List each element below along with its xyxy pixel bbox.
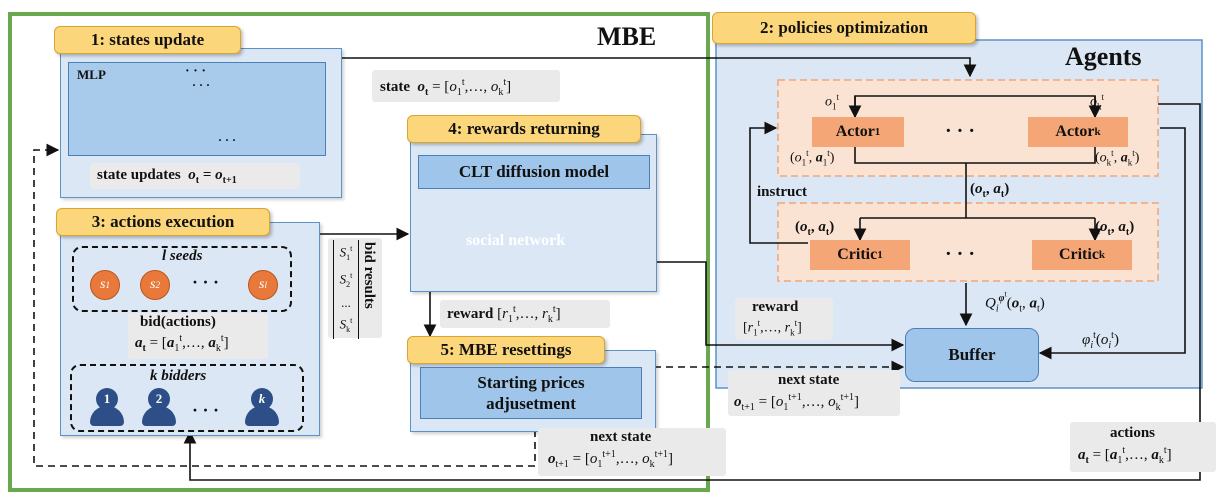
bidder-1: 1	[90, 388, 124, 426]
q-value-label: Qiφt(ot, at)	[985, 290, 1045, 315]
next-state-right-label: next state	[778, 372, 840, 388]
mlp-label: MLP	[77, 67, 106, 82]
actor-input-k: (okt, akt)	[1095, 148, 1140, 168]
reward-mid: reward [r1t,…, rkt]	[447, 304, 561, 325]
actions-loop	[183, 103, 1201, 481]
bidders-group	[70, 364, 304, 432]
tag-rewards-returning: 4: rewards returning	[407, 115, 641, 143]
bid-label: bid(actions)	[140, 314, 216, 330]
next-state-bottom-formula: ot+1 = [o1t+1,…, okt+1]	[548, 449, 673, 470]
bid-bg	[128, 313, 268, 359]
state-updates-label: state updates ot = ot+1	[97, 167, 237, 186]
next-state-right-formula: ot+1 = [o1t+1,…, okt+1]	[734, 392, 859, 413]
seeds-group	[72, 246, 292, 312]
instruct-label: instruct	[757, 184, 807, 200]
mlp-dots-top: · · ·	[185, 64, 207, 79]
actions-bg	[1070, 422, 1216, 472]
bidders-title: k bidders	[150, 368, 207, 384]
agents-title: Agents	[1065, 42, 1142, 71]
bid-formula: at = [a1t,…, akt]	[135, 333, 229, 354]
bidder-2: 2	[142, 388, 176, 426]
mlp-dots-mid: · · ·	[192, 78, 211, 92]
state-updates-bg	[90, 163, 300, 189]
tag-policies-optimization: 2: policies optimization	[712, 12, 976, 44]
actor-dots: · · ·	[945, 120, 976, 142]
tag-states-update: 1: states update	[54, 26, 241, 54]
actions-formula: at = [a1t,…, akt]	[1078, 445, 1172, 466]
next-state-bottom-bg	[538, 428, 726, 476]
next-state-bottom-label: next state	[590, 429, 652, 445]
phi-loop	[1038, 127, 1186, 360]
mbe-title: MBE	[597, 22, 657, 51]
reward-right-bg	[735, 298, 833, 340]
phi-label: φit(oit)	[1082, 330, 1119, 351]
clt-model-box: CLT diffusion model	[418, 155, 650, 189]
actions-label: actions	[1110, 425, 1155, 441]
starting-prices-box: Starting prices adjusetment	[420, 367, 642, 419]
next-state-right-bg	[728, 370, 900, 416]
state-label: state ot = [o1t,…, okt]	[380, 77, 512, 98]
instruct-loop	[749, 121, 808, 244]
reward-right-label: reward	[752, 299, 799, 315]
buffer-box: Buffer	[905, 328, 1039, 382]
critic-input-1: (ot, at)	[795, 219, 835, 238]
social-network-label: social network	[466, 232, 566, 249]
actor-obs-1: o1t	[825, 92, 840, 112]
reward-mid-bg	[440, 300, 610, 328]
joint-label: (ot, at)	[970, 181, 1010, 200]
bid-results-label: bid results	[361, 242, 377, 309]
state-arrow	[340, 57, 977, 78]
critic-input-k: (ot, at)	[1095, 219, 1135, 238]
mlp-box: MLP	[68, 62, 326, 156]
bid-results-vector: S1t S2t ... Skt	[333, 240, 359, 339]
critic-dots: · · ·	[945, 243, 976, 265]
tag-actions-execution: 3: actions execution	[56, 208, 270, 236]
seeds-dots: · · ·	[192, 272, 220, 292]
reward-right-formula: [r1t,…, rkt]	[743, 318, 802, 338]
actor-obs-k: okt	[1090, 92, 1105, 112]
bid-results-bg	[328, 238, 382, 338]
mbe-frame	[8, 12, 710, 492]
next-state-loop	[33, 143, 536, 467]
mlp-dots-bottom: · · ·	[218, 133, 237, 147]
actor-join	[854, 147, 1096, 164]
reward-to-buffer	[655, 261, 905, 352]
state-bg	[372, 70, 560, 102]
bidders-dots: · · ·	[192, 400, 220, 420]
actor-input-1: (o1t, a1t)	[790, 148, 835, 168]
bidder-k: k	[245, 388, 279, 426]
tag-mbe-resettings: 5: MBE resettings	[407, 336, 605, 364]
seeds-title: l seeds	[162, 248, 203, 264]
